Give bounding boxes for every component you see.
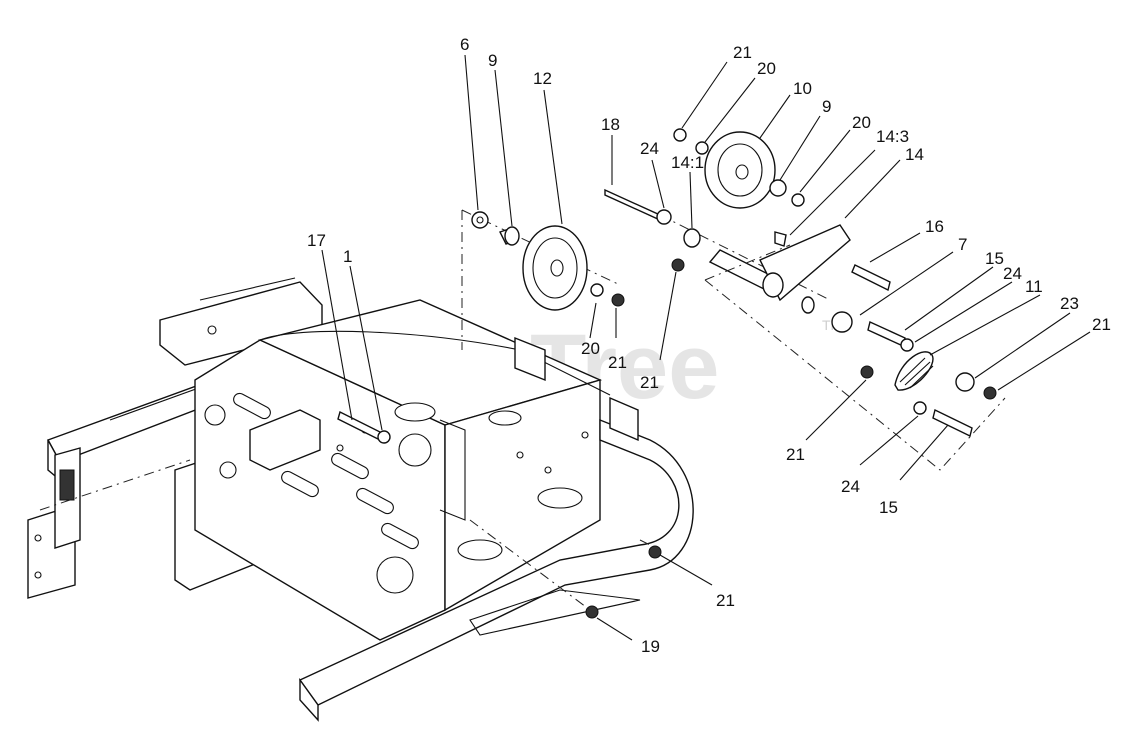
spacer-23 [955, 372, 975, 392]
callout-11: 11 [1025, 277, 1043, 296]
callout-12: 12 [533, 69, 552, 88]
spring-11 [894, 351, 934, 391]
callout-20-lower: 20 [581, 339, 600, 358]
callout-23: 23 [1060, 294, 1079, 313]
callout-1: 1 [343, 247, 352, 266]
callout-10: 10 [793, 79, 812, 98]
callout-16: 16 [925, 217, 944, 236]
leader-lines [321, 54, 1091, 641]
callout-24-bottom: 24 [841, 477, 860, 496]
callout-20-right: 20 [852, 113, 871, 132]
spacer-7 [831, 311, 853, 333]
callout-14-1: 14:1 [671, 153, 704, 172]
callout-21-top: 21 [733, 43, 752, 62]
callout-6: 6 [460, 35, 469, 54]
bolt-16 [851, 264, 891, 292]
callout-19: 19 [641, 637, 660, 656]
callout-15-bottom: 15 [879, 498, 898, 517]
idler-arm-assembly [469, 128, 1006, 619]
tube-frame [259, 330, 694, 722]
callout-18: 18 [601, 115, 620, 134]
callout-21-right: 21 [1092, 315, 1111, 334]
callout-14-3: 14:3 [876, 127, 909, 146]
bolt-15 [932, 408, 973, 438]
callout-17: 17 [307, 231, 326, 250]
callout-9-right: 9 [822, 97, 831, 116]
bolt-17-assembly [337, 410, 391, 444]
callout-labels: 6 9 12 17 1 18 24 14:1 21 20 10 9 20 14:… [307, 35, 1111, 656]
callout-21-middle: 21 [640, 373, 659, 392]
callout-9-left: 9 [488, 51, 497, 70]
callout-7: 7 [958, 235, 967, 254]
callout-15-top: 15 [985, 249, 1004, 268]
callout-24-right: 24 [1003, 264, 1022, 283]
callout-20-top: 20 [757, 59, 776, 78]
callout-24-top: 24 [640, 139, 659, 158]
callout-21-lower: 21 [608, 353, 627, 372]
left-pulley-assembly [461, 209, 625, 350]
callout-14: 14 [905, 145, 924, 164]
callout-21-bottom: 21 [716, 591, 735, 610]
callout-21-nut: 21 [786, 445, 805, 464]
